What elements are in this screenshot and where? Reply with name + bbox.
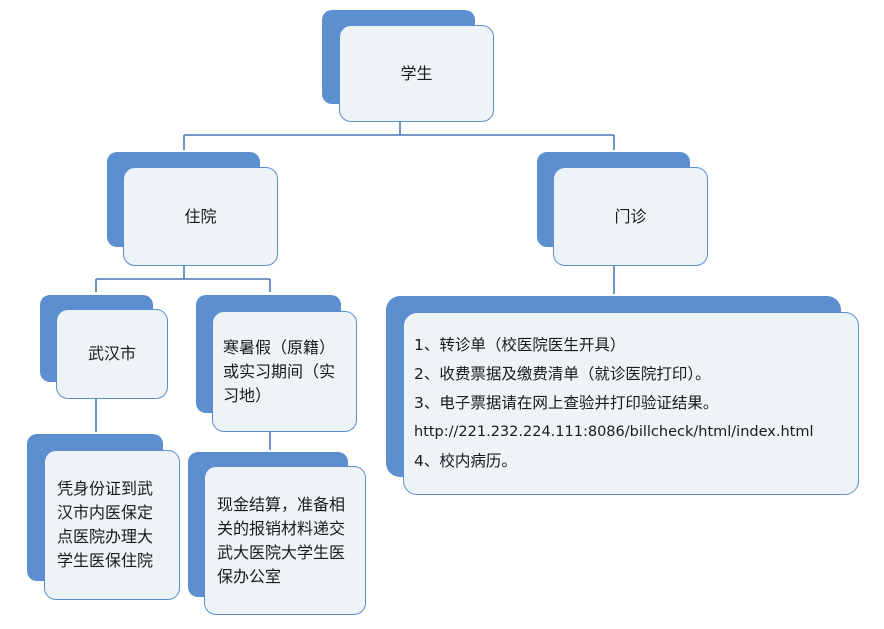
node-inpatient: 住院 [107,152,278,266]
node-student-label: 学生 [339,25,494,122]
node-student: 学生 [322,10,494,122]
list-item-e-invoice: 3、电子票据请在网上查验并打印验证结果。 [414,394,719,412]
node-outpatient-list-body: 1、转诊单（校医院医生开具） 2、收费票据及缴费清单（就诊医院打印）。 3、电子… [403,312,859,495]
node-vacation: 寒暑假（原籍）或实习期间（实习地） [196,295,357,432]
node-wuhan-detail-label: 凭身份证到武汉市内医保定点医院办理大学生医保住院 [44,450,180,600]
list-item-medical-record: 4、校内病历。 [414,452,517,470]
list-item-url: http://221.232.224.111:8086/billcheck/ht… [414,424,814,440]
node-wuhan-detail: 凭身份证到武汉市内医保定点医院办理大学生医保住院 [27,434,180,600]
node-outpatient-label: 门诊 [553,167,708,266]
list-item-receipts: 2、收费票据及缴费清单（就诊医院打印）。 [414,365,711,383]
node-inpatient-label: 住院 [123,167,278,266]
list-item-referral: 1、转诊单（校医院医生开具） [414,336,626,354]
node-outpatient-list: 1、转诊单（校医院医生开具） 2、收费票据及缴费清单（就诊医院打印）。 3、电子… [386,296,859,495]
node-vacation-label: 寒暑假（原籍）或实习期间（实习地） [212,311,357,432]
node-vacation-detail: 现金结算，准备相关的报销材料递交武大医院大学生医保办公室 [188,452,366,615]
node-wuhan-label: 武汉市 [56,309,168,399]
node-wuhan: 武汉市 [40,295,168,399]
node-outpatient: 门诊 [537,152,708,266]
node-vacation-detail-label: 现金结算，准备相关的报销材料递交武大医院大学生医保办公室 [204,466,366,615]
